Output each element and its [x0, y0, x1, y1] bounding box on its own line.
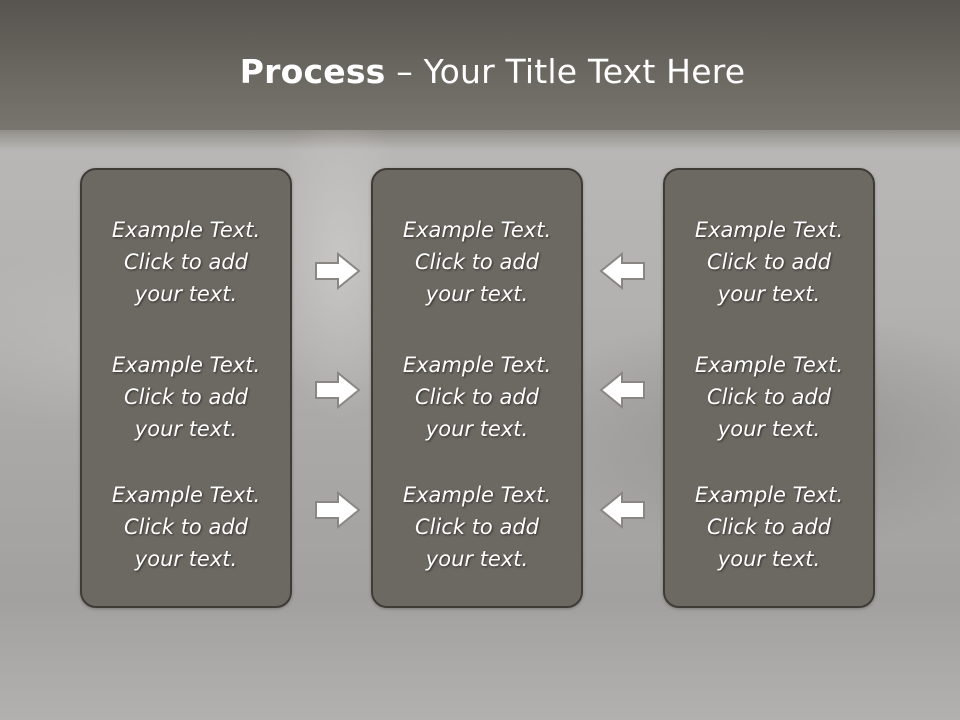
slide-title[interactable]: Process – Your Title Text Here — [0, 52, 960, 91]
text-placeholder[interactable]: Example Text. Click to add your text. — [82, 479, 290, 575]
title-rest: – Your Title Text Here — [385, 52, 746, 91]
text-placeholder[interactable]: Example Text. Click to add your text. — [373, 214, 581, 310]
text-placeholder[interactable]: Example Text. Click to add your text. — [665, 214, 873, 310]
process-panel-center: Example Text. Click to add your text. Ex… — [371, 168, 583, 608]
text-line: Click to add — [123, 515, 248, 539]
text-line: your text. — [134, 282, 238, 306]
text-line: Click to add — [414, 385, 539, 409]
process-panel-right: Example Text. Click to add your text. Ex… — [663, 168, 875, 608]
text-line: Example Text. — [402, 353, 552, 377]
text-line: Click to add — [706, 385, 831, 409]
text-placeholder[interactable]: Example Text. Click to add your text. — [82, 214, 290, 310]
text-line: Example Text. — [111, 218, 261, 242]
text-line: Click to add — [123, 385, 248, 409]
text-line: your text. — [425, 282, 529, 306]
text-line: your text. — [134, 547, 238, 571]
text-line: Click to add — [414, 515, 539, 539]
text-line: Example Text. — [402, 218, 552, 242]
text-placeholder[interactable]: Example Text. Click to add your text. — [82, 349, 290, 445]
text-line: Example Text. — [111, 353, 261, 377]
text-line: your text. — [134, 417, 238, 441]
text-placeholder[interactable]: Example Text. Click to add your text. — [373, 479, 581, 575]
process-panel-left: Example Text. Click to add your text. Ex… — [80, 168, 292, 608]
text-placeholder[interactable]: Example Text. Click to add your text. — [665, 349, 873, 445]
text-line: Example Text. — [111, 483, 261, 507]
text-line: your text. — [717, 417, 821, 441]
text-line: Click to add — [123, 250, 248, 274]
text-placeholder[interactable]: Example Text. Click to add your text. — [373, 349, 581, 445]
text-line: Example Text. — [402, 483, 552, 507]
left-arrow-icon — [599, 490, 645, 530]
text-line: Example Text. — [694, 483, 844, 507]
text-line: Example Text. — [694, 353, 844, 377]
text-line: Example Text. — [694, 218, 844, 242]
title-bar — [0, 0, 960, 130]
text-placeholder[interactable]: Example Text. Click to add your text. — [665, 479, 873, 575]
left-arrow-icon — [599, 251, 645, 291]
text-line: Click to add — [706, 515, 831, 539]
right-arrow-icon — [315, 490, 361, 530]
text-line: Click to add — [706, 250, 831, 274]
text-line: Click to add — [414, 250, 539, 274]
text-line: your text. — [717, 282, 821, 306]
left-arrow-icon — [599, 370, 645, 410]
right-arrow-icon — [315, 370, 361, 410]
text-line: your text. — [717, 547, 821, 571]
text-line: your text. — [425, 417, 529, 441]
text-line: your text. — [425, 547, 529, 571]
title-bold: Process — [239, 52, 386, 91]
right-arrow-icon — [315, 251, 361, 291]
